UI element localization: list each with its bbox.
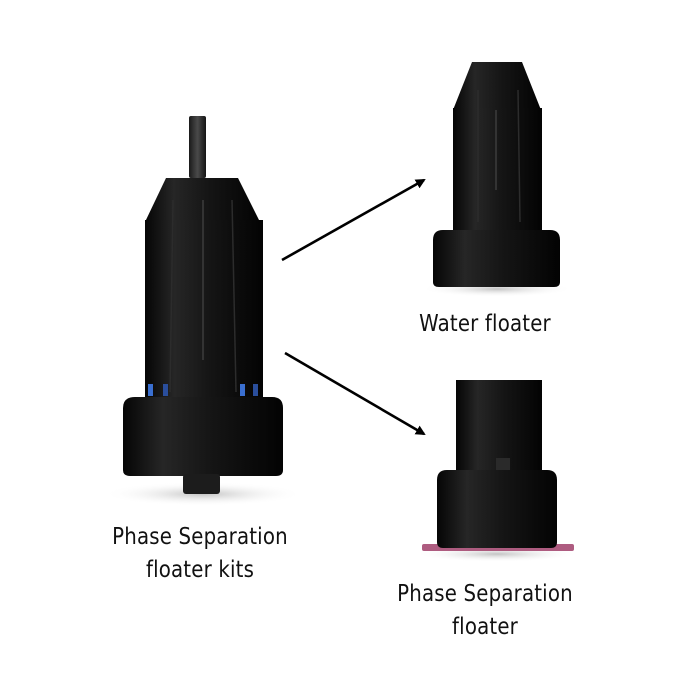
water-floater-image: [421, 62, 573, 297]
phase-separation-floater-image: [415, 380, 579, 562]
water-floater-caption: Water floater: [378, 308, 593, 341]
floater-kit-caption-line1: Phase Separation: [112, 524, 288, 550]
phase-floater-caption-line1: Phase Separation: [397, 581, 573, 607]
floater-kit-caption: Phase Separation floater kits: [71, 521, 329, 587]
floater-kit-image: [103, 116, 303, 506]
floater-kit-caption-line2: floater kits: [145, 557, 255, 583]
arrow-to-phase-floater: [284, 351, 426, 436]
water-floater-caption-line1: Water floater: [419, 311, 551, 337]
arrow-to-water-floater: [281, 178, 426, 262]
phase-floater-caption-line2: floater: [452, 614, 518, 640]
phase-floater-caption: Phase Separation floater: [378, 578, 593, 644]
